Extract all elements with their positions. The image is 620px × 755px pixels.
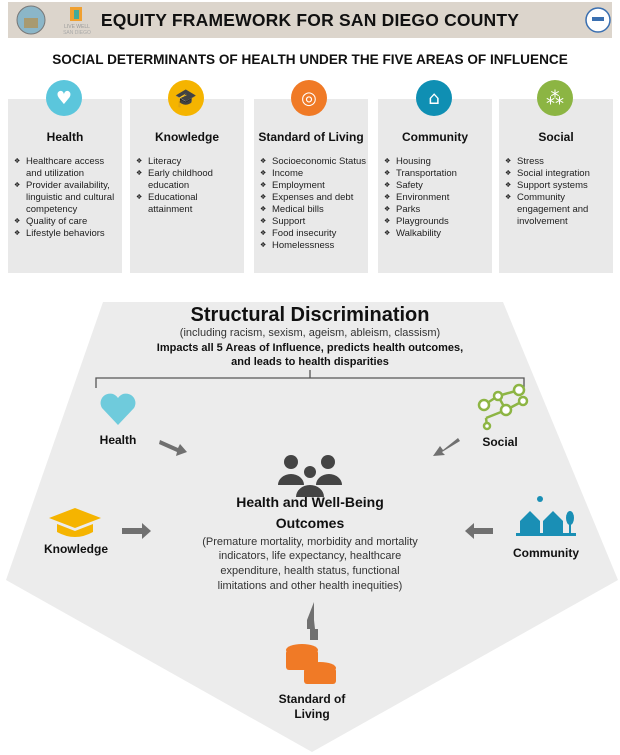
area-title: Health [46,130,84,144]
list-item: Homelessness [260,240,366,252]
area-card-community: CommunityHousingTransportationSafetyEnvi… [378,99,492,273]
list-item: Parks [384,204,490,216]
people-icon [278,455,342,497]
structural-discrimination-title: Structural Discrimination [190,304,430,326]
heart-icon: ♥ [46,80,82,116]
list-item: Quality of care [14,216,120,228]
list-item: Medical bills [260,204,366,216]
determinant-list: HousingTransportationSafetyEnvironmentPa… [384,156,490,240]
coins-icon [286,644,336,684]
label-community: Community [513,546,579,560]
page-title: EQUITY FRAMEWORK FOR SAN DIEGO COUNTY [100,10,520,30]
list-item: Socioeconomic Status [260,156,366,168]
bracket [95,370,525,388]
outcomes-desc-4: limitations and other health inequities) [217,580,403,592]
label-knowledge: Knowledge [43,542,108,556]
partner-seal-logo [585,7,611,33]
list-item: Transportation [384,168,490,180]
heart-icon [100,393,136,425]
impact-line-1: Impacts all 5 Areas of Influence, predic… [156,342,464,354]
list-item: Housing [384,156,490,168]
area-title: Standard of Living [258,130,364,144]
outcomes-desc-3: expenditure, health status, functional [220,565,400,577]
list-item: Food insecurity [260,228,366,240]
list-item: Educational attainment [136,192,242,216]
list-item: Income [260,168,366,180]
list-item: Provider availability, linguistic and cu… [14,180,120,216]
area-title: Knowledge [154,130,219,144]
network-icon [477,383,529,431]
impact-line-2: and leads to health disparities [231,356,389,368]
list-item: Lifestyle behaviors [14,228,120,240]
list-item: Literacy [136,156,242,168]
outcomes-desc-2: indicators, life expectancy, healthcare [218,550,402,562]
arrow-social [433,438,460,456]
section-subtitle: SOCIAL DETERMINANTS OF HEALTH UNDER THE … [52,52,568,67]
label-social: Social [482,435,518,449]
graduation-cap-icon [49,508,101,537]
arrows [122,438,493,640]
determinant-list: Healthcare access and utilizationProvide… [14,156,120,240]
arrow-standard [307,602,318,640]
list-item: Social integration [505,168,611,180]
network-icon: ⁂ [537,80,573,116]
list-item: Stress [505,156,611,168]
area-card-health: HealthHealthcare access and utilizationP… [8,99,122,273]
area-card-knowledge: KnowledgeLiteracyEarly childhood educati… [130,99,244,273]
houses-icon: ⌂ [416,80,452,116]
outcomes-title-1: Health and Well-Being [236,494,384,510]
coins-icon: ◎ [291,80,327,116]
label-standard-1: Standard of [278,692,346,706]
outcomes-desc-1: (Premature mortality, morbidity and mort… [202,536,418,548]
list-item: Early childhood education [136,168,242,192]
list-item: Playgrounds [384,216,490,228]
list-item: Support systems [505,180,611,192]
graduation-cap-icon: 🎓 [168,80,204,116]
area-title: Social [538,130,574,144]
area-card-standard-of-living: Standard of LivingSocioeconomic StatusIn… [254,99,368,273]
determinant-list: Socioeconomic StatusIncomeEmploymentExpe… [260,156,366,252]
list-item: Safety [384,180,490,192]
outcomes-title-2: Outcomes [275,515,345,531]
arrow-knowledge [122,523,151,539]
arrow-community [465,523,493,539]
list-item: Environment [384,192,490,204]
svg-text:SAN DIEGO: SAN DIEGO [63,30,91,35]
list-item: Expenses and debt [260,192,366,204]
list-item: Healthcare access and utilization [14,156,120,180]
list-item: Employment [260,180,366,192]
list-item: Walkability [384,228,490,240]
county-seal-logo [16,5,46,35]
arrow-health [159,440,187,456]
area-card-social: SocialStressSocial integrationSupport sy… [499,99,613,273]
houses-icon [516,496,576,536]
label-health: Health [99,433,137,447]
list-item: Community engagement and involvement [505,192,611,228]
discrimination-types: (including racism, sexism, ageism, ablei… [179,327,441,339]
label-standard-2: Living [294,707,330,721]
area-title: Community [402,130,468,144]
determinant-list: StressSocial integrationSupport systemsC… [505,156,611,228]
determinant-list: LiteracyEarly childhood educationEducati… [136,156,242,216]
list-item: Support [260,216,366,228]
svg-text:LIVE WELL: LIVE WELL [64,24,90,30]
